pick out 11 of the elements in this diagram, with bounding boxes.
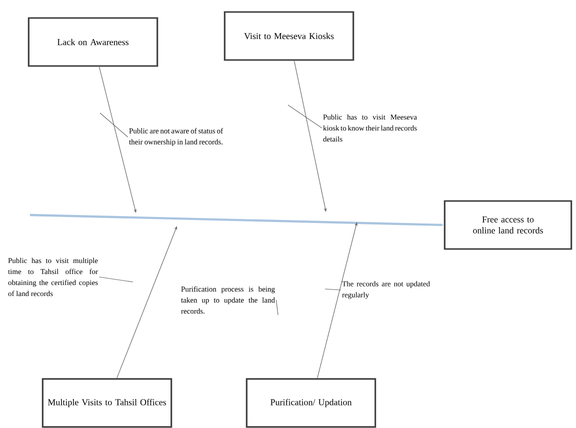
cause-box: Lack on Awareness	[28, 17, 158, 67]
cause-box: Free access to online land records	[444, 200, 572, 250]
leader-line	[98, 276, 134, 282]
cause-box: Purification/ Updation	[246, 378, 376, 428]
leader-line	[324, 288, 342, 290]
cause-arrow	[116, 226, 177, 378]
cause-box: Multiple Visits to Tahsil Offices	[42, 378, 172, 428]
leader-line	[288, 104, 322, 128]
leader-line	[276, 300, 278, 316]
leader-line	[100, 112, 128, 138]
cause-box: Visit to Meeseva Kiosks	[224, 11, 354, 61]
